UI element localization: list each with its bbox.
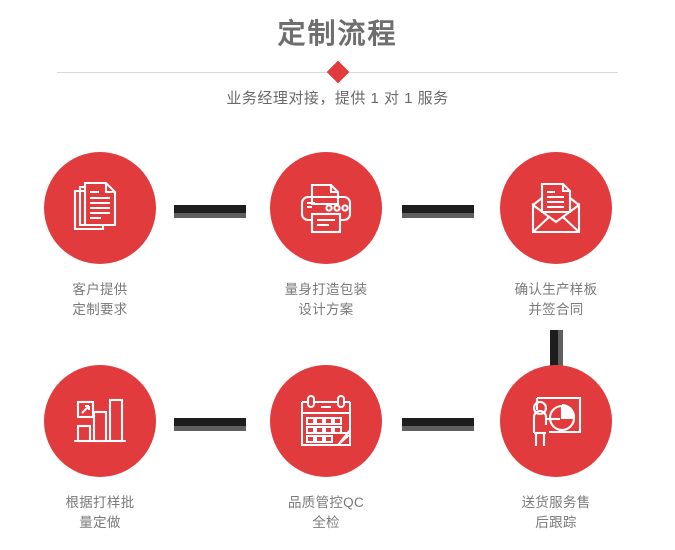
step-4-label: 根据打样批 量定做	[65, 495, 135, 530]
header: 定制流程 业务经理对接，提供 1 对 1 服务	[0, 0, 675, 130]
connector-step2-step3	[402, 205, 474, 218]
bar-chart-icon	[69, 390, 131, 452]
connector-step5-step4	[174, 418, 246, 431]
connector-step6-step5	[402, 418, 474, 431]
step-6-circle	[500, 365, 612, 477]
presenter-icon	[525, 390, 587, 452]
connector-step1-step2	[174, 205, 246, 218]
step-5-circle	[270, 365, 382, 477]
flow-step-5[interactable]: 品质管控QC 全检	[246, 365, 406, 533]
flow-step-6[interactable]: 送货服务售 后跟踪	[476, 365, 636, 533]
step-5-label: 品质管控QC 全检	[287, 495, 365, 530]
title-divider	[57, 60, 618, 84]
flow-step-4[interactable]: 根据打样批 量定做	[20, 365, 180, 533]
calendar-icon	[295, 390, 357, 452]
connector-step3-step4	[550, 330, 563, 368]
flow-step-3[interactable]: 确认生产样板 并签合同	[476, 152, 636, 320]
flow-step-2[interactable]: 量身打造包装 设计方案	[246, 152, 406, 320]
step-2-circle	[270, 152, 382, 264]
step-1-label: 客户提供 定制要求	[72, 282, 128, 317]
step-3-circle	[500, 152, 612, 264]
step-2-label: 量身打造包装 设计方案	[284, 282, 368, 317]
step-6-label: 送货服务售 后跟踪	[521, 495, 591, 530]
step-3-label: 确认生产样板 并签合同	[514, 282, 598, 317]
envelope-icon	[525, 177, 587, 239]
printer-icon	[295, 177, 357, 239]
step-4-circle	[44, 365, 156, 477]
flow-step-1[interactable]: 客户提供 定制要求	[20, 152, 180, 320]
documents-icon	[69, 177, 131, 239]
step-1-circle	[44, 152, 156, 264]
page-title: 定制流程	[277, 18, 398, 49]
page-subtitle: 业务经理对接，提供 1 对 1 服务	[226, 90, 449, 107]
